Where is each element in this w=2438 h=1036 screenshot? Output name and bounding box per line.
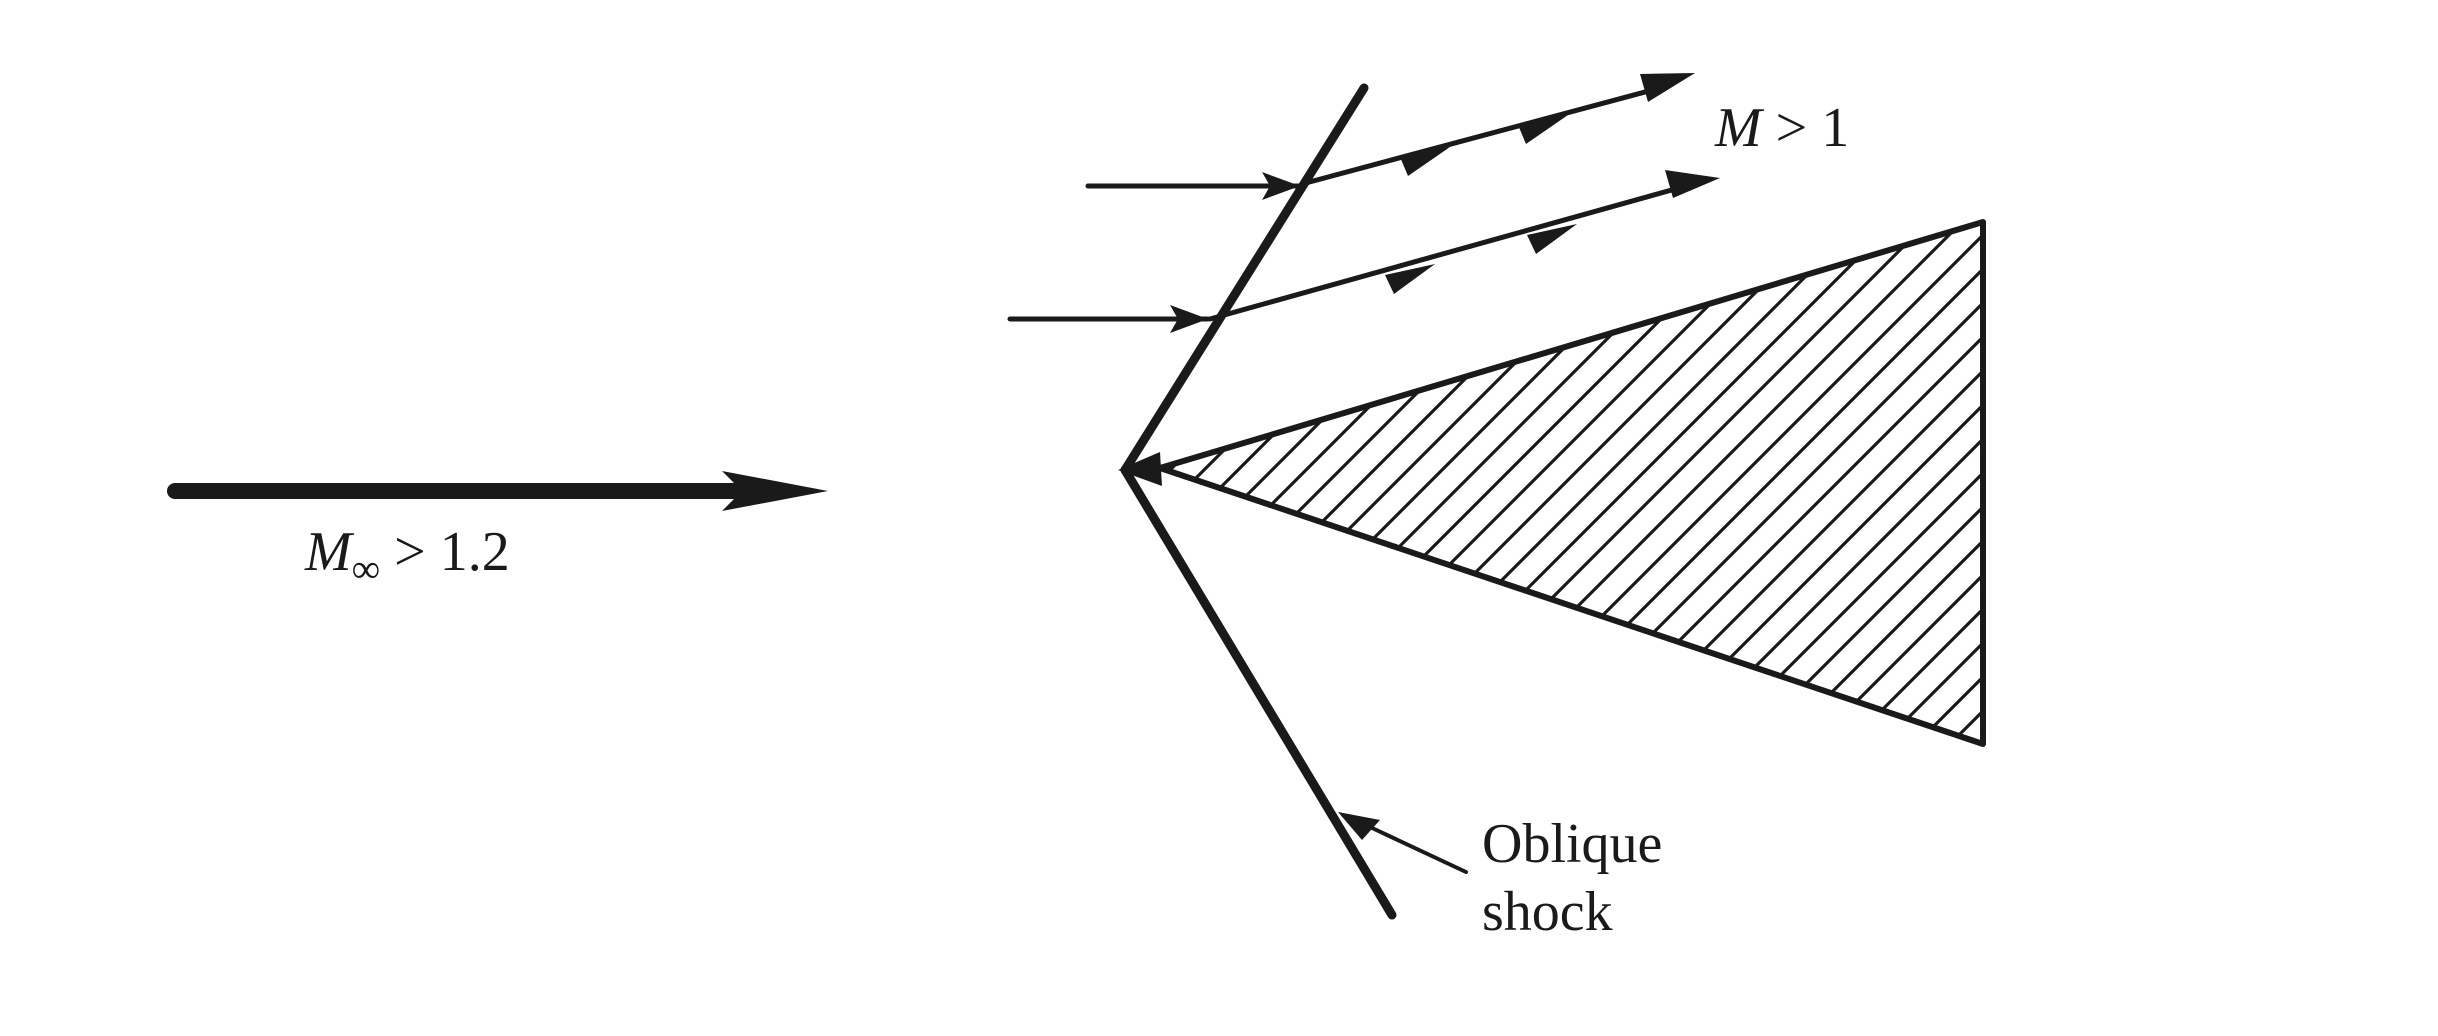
hatch-line [1622, 222, 1983, 744]
hatch-line [1160, 222, 1850, 744]
wedge-body [434, 200, 2438, 900]
hatch-line [1160, 222, 1272, 744]
arrowhead-icon [1170, 305, 1208, 333]
hatch-line [1160, 222, 1816, 744]
hatch-line [1826, 222, 1983, 744]
hatch-line [1160, 222, 1204, 744]
hatch-line [1894, 222, 1983, 744]
hatch-line [1452, 222, 1983, 744]
oblique-shock-label: Oblique shock [1482, 813, 1676, 943]
hatch-line [1962, 222, 1983, 744]
lower-streamline [1007, 170, 1720, 333]
hatch-line [1160, 222, 1306, 744]
arrowhead-icon [1400, 147, 1450, 176]
hatch-line [1486, 222, 1983, 744]
hatch-line [1792, 222, 1983, 744]
hatch-line [1384, 222, 1983, 744]
hatch-line [434, 200, 1134, 900]
hatch-line [2066, 200, 2438, 900]
lower-shock-line [1120, 465, 1397, 920]
hatch-line [1160, 222, 1476, 744]
hatch-line [1180, 222, 1884, 744]
wedge-hatching [434, 200, 2438, 900]
hatch-line [1160, 222, 1714, 744]
freestream-arrow [167, 471, 828, 511]
arrowhead-icon [1640, 73, 1695, 102]
hatch-line [1418, 222, 1983, 744]
hatch-line [1758, 222, 1983, 744]
downstream-mach-label: M > 1 [1714, 97, 1849, 159]
hatch-line [1656, 222, 1983, 744]
hatch-line [1588, 222, 1983, 744]
hatch-line [2032, 200, 2438, 900]
hatch-line [1350, 222, 1983, 744]
arrowhead-icon [1518, 115, 1568, 144]
shock-tip [1118, 452, 1162, 486]
hatch-line [1160, 222, 1442, 744]
freestream-mach-label: M∞ > 1.2 [304, 521, 510, 591]
hatch-line [1160, 222, 1408, 744]
upper-streamline [1085, 73, 1695, 200]
arrowhead-icon [1262, 172, 1300, 200]
hatch-line [1282, 222, 1983, 744]
hatch-line [2100, 200, 2438, 900]
arrowhead-icon [722, 471, 828, 511]
hatch-line [1160, 222, 1680, 744]
hatch-line [1160, 222, 1782, 744]
hatch-line [1160, 222, 1170, 744]
arrowhead-icon [1527, 224, 1577, 254]
hatch-line [1214, 222, 1918, 744]
arrowhead-icon [1385, 264, 1435, 294]
hatch-line [1998, 200, 2438, 900]
hatch-line [1690, 222, 1983, 744]
hatch-line [1160, 222, 1544, 744]
hatch-line [1928, 222, 1983, 744]
hatch-line [1520, 222, 1983, 744]
hatch-line [1248, 222, 1952, 744]
hatch-line [1316, 222, 1983, 744]
shock-annotation-leader [1338, 812, 1468, 874]
arrowhead-icon [1338, 812, 1380, 840]
arrowhead-icon [1665, 170, 1720, 198]
hatch-line [1724, 222, 1983, 744]
hatch-line [1160, 222, 1238, 744]
hatch-line [1554, 222, 1983, 744]
hatch-line [1160, 222, 1646, 744]
upper-shock-line [1120, 83, 1369, 475]
